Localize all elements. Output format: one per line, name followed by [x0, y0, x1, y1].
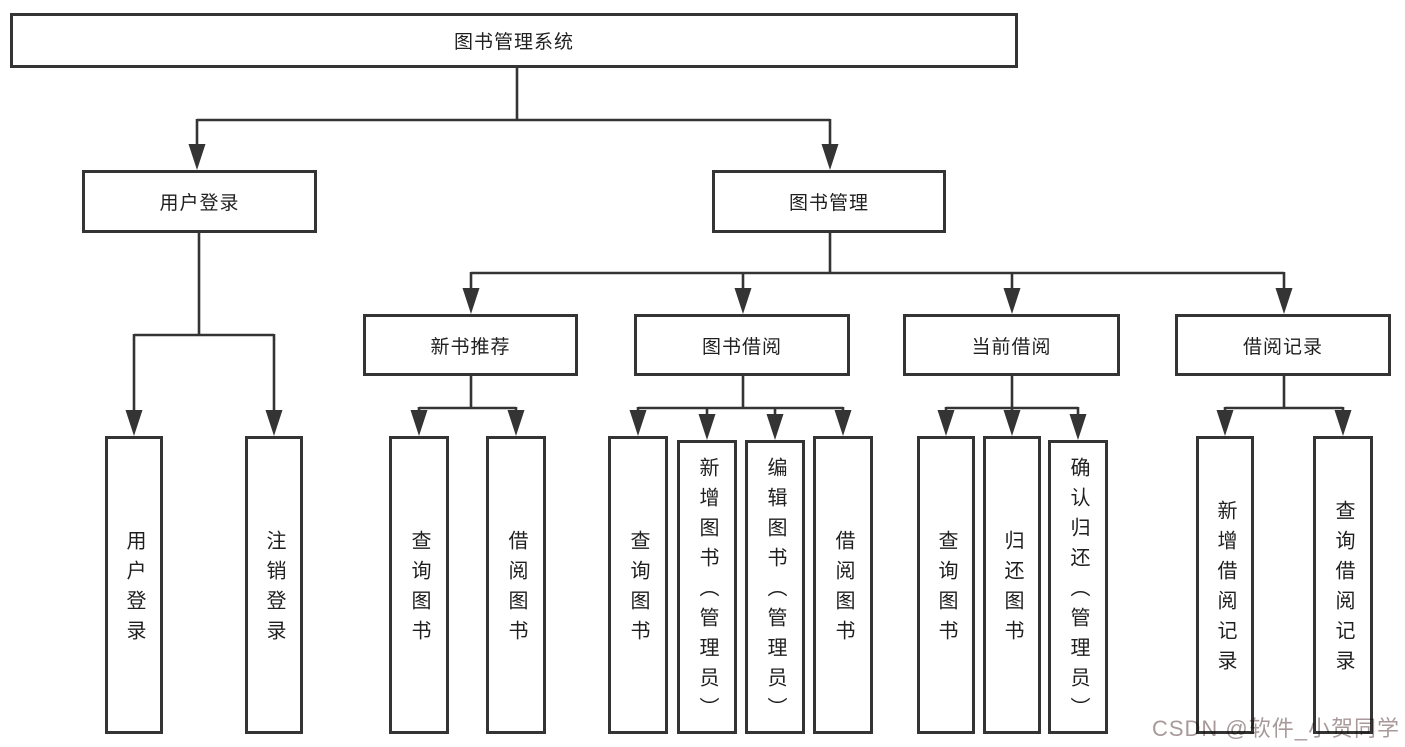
leaf-label: 新增借阅记录: [1214, 500, 1236, 680]
leaf-borrow-books: 借阅图书: [813, 436, 873, 734]
leaf-label: 注销登录: [263, 530, 285, 650]
leaf-query-books-borrow: 查询图书: [608, 436, 668, 734]
node-book-borrowing: 图书借阅: [634, 314, 850, 376]
watermark: CSDN @软件_小贺同学: [1151, 716, 1400, 741]
node-new-book-recommendation: 新书推荐: [363, 314, 578, 376]
node-borrowing-records: 借阅记录: [1175, 314, 1391, 376]
leaf-confirm-return-admin: 确认归还（管理员）: [1048, 440, 1108, 734]
leaf-label: 查询图书: [627, 530, 649, 650]
node-library-management-system: 图书管理系统: [10, 13, 1018, 68]
leaf-logout: 注销登录: [245, 436, 303, 734]
leaf-edit-book-admin: 编辑图书（管理员）: [745, 440, 805, 734]
leaf-label: 新增图书（管理员）: [696, 457, 718, 727]
leaf-borrow-books-recommend: 借阅图书: [486, 436, 546, 734]
leaf-label: 编辑图书（管理员）: [764, 457, 786, 727]
leaf-label: 借阅图书: [832, 530, 854, 650]
leaf-query-borrow-record: 查询借阅记录: [1313, 436, 1373, 734]
leaf-label: 借阅图书: [505, 530, 527, 650]
node-current-borrowing: 当前借阅: [903, 314, 1120, 376]
leaf-query-books-recommend: 查询图书: [389, 436, 449, 734]
leaf-label: 查询借阅记录: [1332, 500, 1354, 680]
leaf-label: 用户登录: [123, 530, 145, 650]
leaf-user-login: 用户登录: [105, 436, 163, 734]
leaf-add-borrow-record: 新增借阅记录: [1196, 436, 1254, 734]
leaf-return-book: 归还图书: [983, 436, 1041, 734]
node-book-management: 图书管理: [712, 170, 946, 233]
leaf-query-books-current: 查询图书: [917, 436, 975, 734]
leaf-label: 确认归还（管理员）: [1067, 457, 1089, 727]
leaf-label: 查询图书: [408, 530, 430, 650]
leaf-label: 归还图书: [1001, 530, 1023, 650]
node-user-login: 用户登录: [82, 170, 317, 233]
leaf-add-book-admin: 新增图书（管理员）: [677, 440, 737, 734]
leaf-label: 查询图书: [935, 530, 957, 650]
arrowheads: [125, 144, 1352, 440]
